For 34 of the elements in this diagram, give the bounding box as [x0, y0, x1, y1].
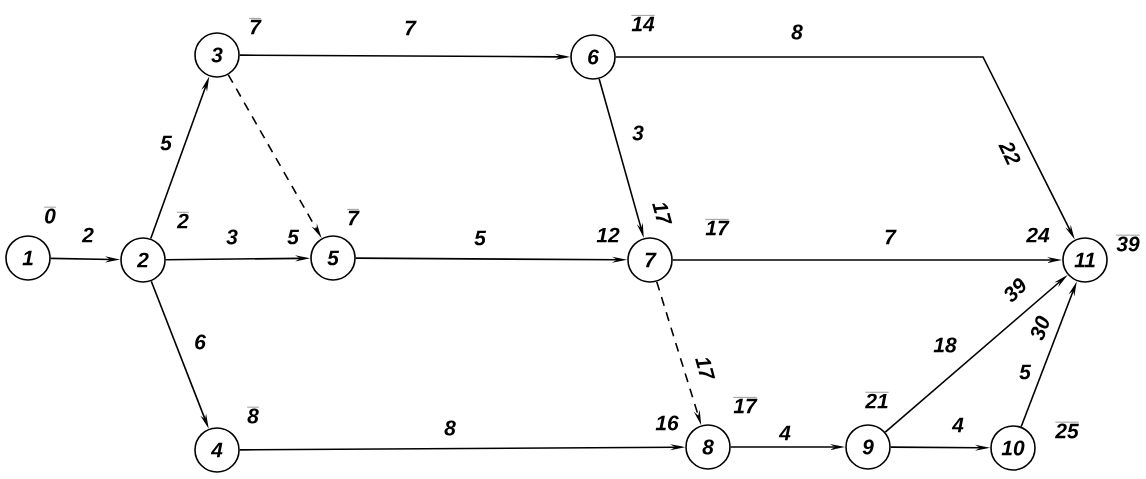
- time-label: 12: [596, 227, 620, 243]
- edge-label: 5: [473, 229, 487, 247]
- time-label: 24: [1026, 227, 1050, 243]
- edge-label: 5: [159, 134, 173, 152]
- edge-label: 6: [193, 333, 207, 351]
- edge-label: 18: [932, 336, 958, 354]
- time-label: 16: [655, 415, 679, 431]
- edge-label: 2: [81, 226, 95, 244]
- edge-label: 4: [778, 424, 792, 442]
- event-time: 25: [1055, 421, 1079, 439]
- edge-label: 3: [225, 228, 239, 246]
- time-label: 22: [998, 142, 1021, 165]
- time-label: 39: [1004, 278, 1026, 302]
- edge-label: 8: [790, 23, 804, 41]
- event-time: 7: [248, 18, 262, 35]
- edge-label: 7: [883, 228, 897, 246]
- time-label: 17: [695, 358, 716, 379]
- event-time: 39: [1116, 234, 1140, 252]
- event-time: 17: [705, 219, 730, 236]
- time-label: 30: [1030, 315, 1049, 341]
- event-time: 17: [733, 397, 758, 414]
- event-time: 14: [631, 15, 655, 32]
- edge-label: 5: [1018, 363, 1032, 381]
- edge-label: 7: [403, 19, 417, 37]
- edge-label: 3: [631, 124, 645, 142]
- event-time: 7: [346, 209, 360, 226]
- event-time: 2: [176, 212, 190, 229]
- edge-label: 4: [951, 416, 965, 434]
- time-label: 17: [652, 203, 673, 224]
- event-time: 0: [44, 206, 57, 224]
- edge-label: 8: [443, 419, 457, 437]
- event-time: 21: [865, 392, 889, 409]
- time-label: 5: [287, 229, 300, 245]
- event-time: 8: [246, 406, 260, 424]
